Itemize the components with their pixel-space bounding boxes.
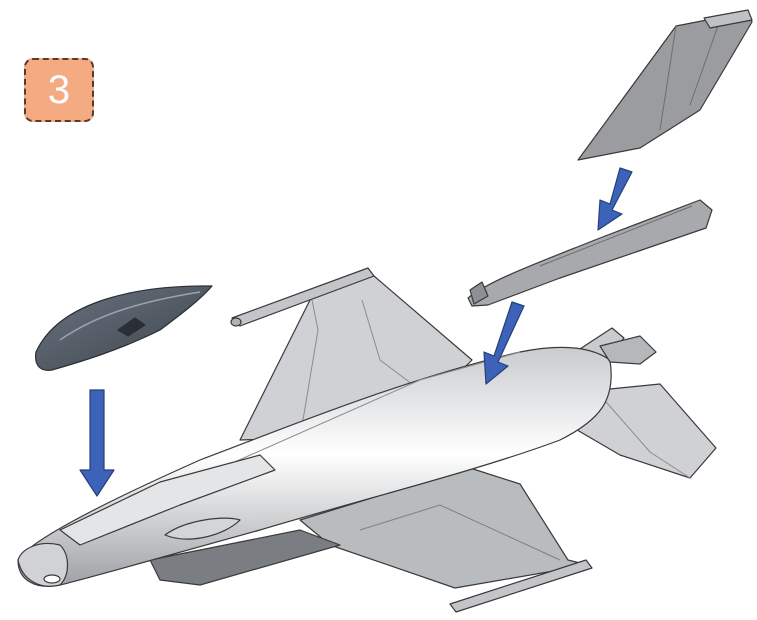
right-wingtip-rail bbox=[449, 559, 593, 613]
step-number: 3 bbox=[47, 67, 71, 112]
arrows bbox=[79, 167, 633, 497]
fuselage bbox=[17, 267, 717, 613]
ventral-intake bbox=[149, 529, 341, 586]
canopy-arrow bbox=[79, 389, 115, 497]
spine-fairing bbox=[467, 199, 713, 307]
canopy bbox=[35, 285, 213, 371]
step-badge: 3 bbox=[24, 58, 94, 122]
fuselage-body bbox=[17, 346, 612, 587]
spine-arrow bbox=[483, 301, 525, 385]
vertical-tail bbox=[577, 9, 753, 161]
tail-arrow bbox=[597, 167, 633, 231]
cockpit-opening bbox=[59, 454, 276, 546]
